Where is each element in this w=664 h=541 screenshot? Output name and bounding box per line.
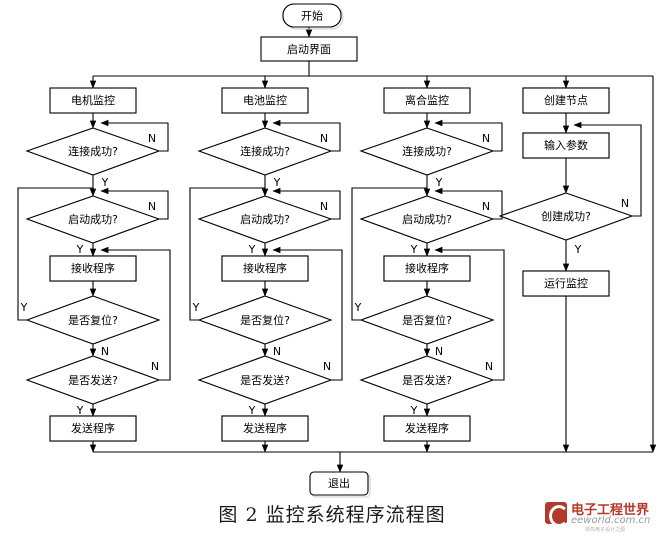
label-head-motor: 电机监控 bbox=[71, 93, 115, 107]
b-loop-connect-n bbox=[272, 119, 341, 152]
box-head-battery bbox=[221, 87, 309, 114]
branch-b-start-n: N bbox=[320, 200, 328, 213]
label-c-send-q: 是否发送? bbox=[402, 373, 452, 387]
box-init bbox=[260, 36, 358, 62]
terminator-exit bbox=[309, 471, 369, 496]
branch-m-send-y: Y bbox=[76, 404, 84, 417]
n-loop-create-n bbox=[573, 121, 642, 217]
branch-c-start-n: N bbox=[482, 200, 490, 213]
b-loop-send-n bbox=[272, 246, 343, 381]
label-head-battery: 电池监控 bbox=[243, 93, 287, 107]
box-n-input bbox=[522, 132, 610, 159]
branch-b-send-y: Y bbox=[248, 404, 256, 417]
branch-c-reset-n: N bbox=[435, 345, 443, 358]
b-loop-start-n bbox=[272, 187, 341, 220]
branch-m-start-n: N bbox=[148, 200, 156, 213]
label-m-connect: 连接成功? bbox=[68, 145, 118, 158]
branch-b-reset-y: Y bbox=[192, 301, 200, 314]
flowchart-canvas: 开始 启动界面 电机监控 电池监控 离合监控 创建节点 连接成功? 启动成功? … bbox=[17, 3, 657, 498]
c-loop-start-n bbox=[434, 187, 503, 220]
label-b-start: 启动成功? bbox=[240, 213, 290, 226]
eeworld-logo-icon bbox=[545, 502, 569, 527]
branch-m-reset-y: Y bbox=[20, 301, 28, 314]
box-c-send bbox=[383, 415, 471, 442]
label-b-connect: 连接成功? bbox=[240, 145, 290, 158]
c-loop-reset-y bbox=[351, 187, 427, 321]
box-m-send bbox=[49, 415, 137, 442]
branch-m-send-n: N bbox=[151, 360, 159, 373]
label-b-send-q: 是否发送? bbox=[240, 373, 290, 387]
c-loop-send-n bbox=[434, 246, 505, 381]
box-b-receive bbox=[221, 255, 309, 282]
label-c-start: 启动成功? bbox=[402, 213, 452, 226]
label-b-reset: 是否复位? bbox=[240, 313, 290, 327]
c-loop-connect-n bbox=[434, 119, 503, 152]
label-c-receive: 接收程序 bbox=[405, 261, 449, 275]
label-n-input: 输入参数 bbox=[544, 138, 588, 152]
branch-b-connect-n: N bbox=[320, 132, 328, 145]
m-loop-connect-n bbox=[100, 119, 169, 152]
box-m-receive bbox=[49, 255, 137, 282]
box-n-run bbox=[522, 270, 610, 297]
figure-caption: 图 2 监控系统程序流程图 bbox=[218, 504, 446, 526]
label-m-reset: 是否复位? bbox=[68, 313, 118, 327]
branch-c-connect-n: N bbox=[482, 132, 490, 145]
watermark-brand-en: eeworld.com.cn bbox=[571, 515, 651, 526]
label-head-node: 创建节点 bbox=[544, 93, 588, 107]
branch-m-reset-n: N bbox=[101, 345, 109, 358]
m-loop-reset-y bbox=[17, 187, 93, 321]
label-head-clutch: 离合监控 bbox=[405, 93, 449, 107]
label-c-sendprog: 发送程序 bbox=[405, 421, 449, 435]
branch-m-connect-y: Y bbox=[101, 176, 109, 189]
branch-n-create-n: N bbox=[621, 197, 629, 210]
label-b-receive: 接收程序 bbox=[243, 261, 287, 275]
branch-n-create-y: Y bbox=[574, 243, 582, 256]
branch-c-start-y: Y bbox=[410, 243, 418, 256]
label-start: 开始 bbox=[301, 9, 323, 23]
label-n-create: 创建成功? bbox=[541, 209, 591, 223]
branch-c-reset-y: Y bbox=[354, 301, 362, 314]
branch-b-start-y: Y bbox=[248, 243, 256, 256]
box-c-receive bbox=[383, 255, 471, 282]
box-b-send bbox=[221, 415, 309, 442]
label-exit: 退出 bbox=[328, 476, 350, 490]
terminator-start-top bbox=[282, 3, 342, 28]
label-m-sendprog: 发送程序 bbox=[71, 421, 115, 435]
label-c-reset: 是否复位? bbox=[402, 313, 452, 327]
watermark-tagline: 领先电子设计之源 bbox=[585, 527, 626, 533]
branch-c-connect-y: Y bbox=[435, 176, 443, 189]
label-b-sendprog: 发送程序 bbox=[243, 421, 287, 435]
branch-c-send-n: N bbox=[485, 360, 493, 373]
box-head-clutch bbox=[383, 87, 471, 114]
branch-m-start-y: Y bbox=[76, 243, 84, 256]
box-head-motor bbox=[49, 87, 137, 114]
label-n-run: 运行监控 bbox=[544, 276, 588, 290]
branch-b-connect-y: Y bbox=[273, 176, 281, 189]
b-loop-reset-y bbox=[189, 187, 265, 321]
label-m-send-q: 是否发送? bbox=[68, 373, 118, 387]
branch-m-connect-n: N bbox=[148, 132, 156, 145]
box-head-node bbox=[522, 87, 610, 114]
m-loop-start-n bbox=[100, 187, 169, 220]
m-loop-send-n bbox=[100, 246, 171, 381]
watermark: 电子工程世界 eeworld.com.cn 领先电子设计之源 bbox=[545, 497, 655, 537]
label-m-start: 启动成功? bbox=[68, 213, 118, 226]
label-c-connect: 连接成功? bbox=[402, 145, 452, 158]
branch-b-send-n: N bbox=[323, 360, 331, 373]
label-init: 启动界面 bbox=[287, 43, 331, 56]
watermark-brand-cn: 电子工程世界 bbox=[571, 503, 650, 518]
branch-b-reset-n: N bbox=[273, 345, 281, 358]
branch-c-send-y: Y bbox=[410, 404, 418, 417]
label-m-receive: 接收程序 bbox=[71, 261, 115, 275]
